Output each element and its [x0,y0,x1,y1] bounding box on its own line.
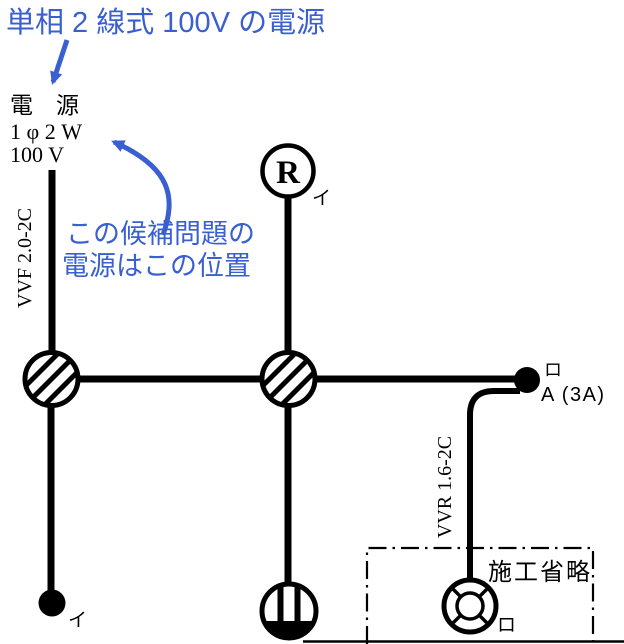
annotation-arrow-straight [50,39,70,85]
power-source-voltage: 100 V [10,142,64,167]
annotation-note-line2: 電源はこの位置 [62,251,251,281]
lamp-receptacle-circuit-label: イ [312,188,331,209]
omission-box-label: 施工省略 [488,559,592,586]
switch-i: イ [38,589,87,631]
auto-switch-circuit-label: ロ [544,360,562,380]
power-source-phase: 1 φ 2 W [10,119,82,144]
wire-vvr-outdoor [467,388,520,581]
switch-circuit-label: イ [68,610,87,631]
outdoor-light: ロ [441,577,516,636]
lamp-receptacle: R イ [260,143,331,209]
outdoor-light-circuit-label: ロ [497,615,516,636]
power-source-label: 電 源 [10,93,79,118]
joint-box-left [15,342,89,416]
auto-switch-rating-label: A (3A) [541,384,606,406]
annotation-arrow-curved [111,139,172,236]
omission-box: 施工省略 [365,546,595,644]
switch-symbol [38,589,66,617]
ceiling-rosette [259,581,319,641]
wires [47,170,517,592]
auto-switch: ロ A (3A) [514,360,606,406]
annotation-title: 単相 2 線式 100V の電源 [6,6,325,39]
cable-label-vvr: VVR 1.6-2C [434,436,456,538]
lamp-receptacle-symbol: R [276,155,301,191]
annotation-note-line1: この候補問題の [66,219,255,249]
joint-box-middle [252,342,326,416]
auto-switch-symbol [514,367,540,393]
cable-label-vvf: VVF 2.0-2C [14,208,36,308]
